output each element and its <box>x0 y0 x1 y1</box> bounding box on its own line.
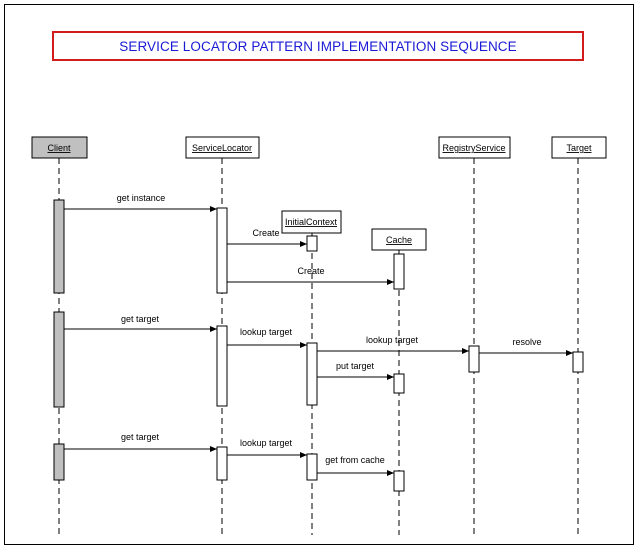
client-activation-2 <box>53 311 65 408</box>
service-locator-activation-1 <box>216 207 228 294</box>
cache-label: Cache <box>386 235 412 245</box>
cache-activation-2 <box>393 373 405 394</box>
cache-activation-3 <box>393 470 405 492</box>
title-box: SERVICE LOCATOR PATTERN IMPLEMENTATION S… <box>52 31 584 61</box>
target-activation <box>572 351 584 373</box>
lookup-target-1-label: lookup target <box>240 327 293 337</box>
service-locator-box <box>185 136 260 159</box>
lookup-target-registry-label: lookup target <box>366 335 419 345</box>
resolve-label: resolve <box>512 337 541 347</box>
get-target-2-label: get target <box>121 432 160 442</box>
lookup-target-2-label: lookup target <box>240 438 293 448</box>
cache-activation-1 <box>393 253 405 290</box>
client-label: Client <box>47 143 71 153</box>
diagram-frame <box>4 4 634 545</box>
create-cache-label: Create <box>297 266 324 276</box>
put-target-label: put target <box>336 361 375 371</box>
target-label: Target <box>566 143 592 153</box>
registry-service-label: RegistryService <box>442 143 505 153</box>
diagram-title: SERVICE LOCATOR PATTERN IMPLEMENTATION S… <box>119 38 517 54</box>
registry-service-box <box>438 136 511 159</box>
get-instance-label: get instance <box>117 193 166 203</box>
get-target-1-label: get target <box>121 314 160 324</box>
service-locator-label: ServiceLocator <box>192 143 252 153</box>
registry-service-activation <box>468 345 480 373</box>
service-locator-activation-3 <box>216 446 228 481</box>
client-activation-3 <box>53 443 65 481</box>
initial-context-box <box>281 210 342 234</box>
client-activation-1 <box>53 199 65 294</box>
create-context-label: Create <box>252 228 279 238</box>
initial-context-activation-2 <box>306 342 318 406</box>
initial-context-activation-1 <box>306 235 318 252</box>
initial-context-activation-3 <box>306 453 318 481</box>
service-locator-activation-2 <box>216 325 228 407</box>
initial-context-label: InitialContext <box>285 217 338 227</box>
client-box <box>31 136 88 159</box>
get-from-cache-label: get from cache <box>325 455 385 465</box>
cache-box <box>371 228 427 251</box>
target-box <box>551 136 607 159</box>
